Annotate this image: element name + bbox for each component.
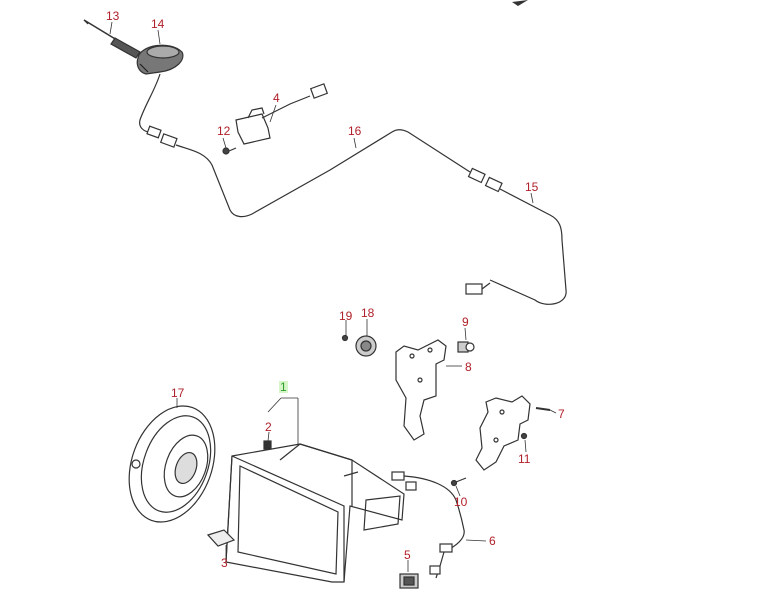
pad-3: [206, 529, 236, 547]
callout-19: 19: [339, 309, 353, 323]
nut-9: [457, 341, 475, 353]
tweeter-18: [355, 335, 377, 357]
callout-8: 8: [465, 360, 472, 374]
bracket-7: [475, 395, 531, 471]
speaker-17: [128, 405, 216, 523]
screw-12: [222, 147, 237, 155]
callout-18: 18: [361, 306, 375, 320]
screw-19: [341, 334, 349, 342]
callout-16: 16: [348, 124, 362, 138]
clip-2: [263, 440, 272, 450]
callout-3: 3: [221, 556, 228, 570]
switch-5: [399, 573, 419, 589]
callout-12: 12: [217, 124, 231, 138]
callout-17: 17: [171, 386, 185, 400]
head-unit-1: [225, 443, 405, 583]
screw-10: [455, 477, 467, 483]
callout-10: 10: [454, 495, 468, 509]
callout-9: 9: [462, 315, 469, 329]
callout-15: 15: [525, 180, 539, 194]
callout-13: 13: [106, 9, 120, 23]
callout-14: 14: [151, 17, 165, 31]
callout-4: 4: [273, 91, 280, 105]
leader-lines: [109, 21, 557, 572]
callout-1: 1: [279, 380, 288, 394]
screw-11: [520, 432, 528, 440]
harness-6: [391, 471, 465, 579]
callout-6: 6: [489, 534, 496, 548]
antenna-mast: [83, 19, 141, 59]
callout-2: 2: [265, 420, 272, 434]
bracket-8: [395, 339, 447, 441]
antenna-base: [136, 44, 184, 75]
callout-11: 11: [518, 452, 531, 466]
callout-5: 5: [404, 548, 411, 562]
part-4-bracket: [235, 83, 329, 145]
callout-7: 7: [558, 407, 565, 421]
